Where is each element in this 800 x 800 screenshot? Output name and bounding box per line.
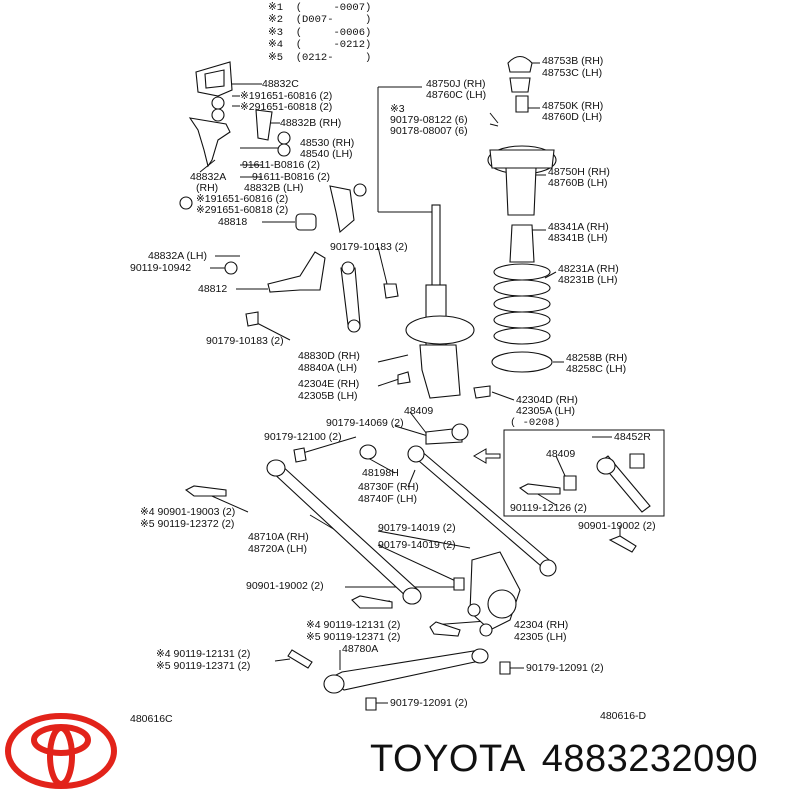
illustration-code-right: 480616-D <box>600 710 647 722</box>
part-label: 48750J (RH) <box>426 78 486 90</box>
part-label: (RH) <box>196 182 219 194</box>
part-label: ※291651-60818 (2) <box>240 101 333 113</box>
part-label: 91611-B0816 (2) <box>242 159 321 171</box>
part-label: 48341B (LH) <box>548 232 608 244</box>
part-label: 42304 (RH) <box>514 619 569 631</box>
part-label: 42305B (LH) <box>298 390 358 402</box>
part-label: 90119-10942 <box>130 262 192 274</box>
part-label: 48740F (LH) <box>358 493 417 505</box>
legend-note-3: ※3 ( -0006) <box>268 27 372 39</box>
part-label: 48832A <box>190 171 227 183</box>
part-label: 48832A (LH) <box>148 250 207 262</box>
part-label: ※5 90119-12371 (2) <box>156 660 251 672</box>
part-label: 48753C (LH) <box>542 67 603 79</box>
part-label: 42305A (LH) <box>516 405 575 417</box>
part-label: 90179-12091 (2) <box>390 697 468 709</box>
part-label: ※3 <box>390 103 405 115</box>
part-label: 48750H (RH) <box>548 166 610 178</box>
part-label: 48231A (RH) <box>558 263 619 275</box>
part-label: 90901-19002 (2) <box>578 520 656 532</box>
part-label: 48710A (RH) <box>248 531 309 543</box>
part-label: 42304E (RH) <box>298 378 360 390</box>
part-label: 48258C (LH) <box>566 363 627 375</box>
legend-note-4: ※4 ( -0212) <box>268 39 372 51</box>
part-label: 48720A (LH) <box>248 543 307 555</box>
part-label: 90901-19002 (2) <box>246 580 324 592</box>
part-label: 48840A (LH) <box>298 362 357 374</box>
part-label: 48760B (LH) <box>548 177 608 189</box>
illustration-code-left: 480616C <box>130 713 173 725</box>
part-label: 48832C <box>262 78 299 90</box>
part-label: 48452R <box>614 431 651 443</box>
part-label: 90179-14069 (2) <box>326 417 404 429</box>
part-label: ※291651-60818 (2) <box>196 204 289 216</box>
legend-note-1: ※1 ( -0007) <box>268 2 372 14</box>
part-label: 48409 <box>546 448 576 460</box>
part-label: 91611-B0816 (2) <box>252 171 331 183</box>
part-label: ※4 90119-12131 (2) <box>306 619 401 631</box>
part-label: 48750K (RH) <box>542 100 604 112</box>
part-label: 90179-12091 (2) <box>526 662 604 674</box>
part-label: 48258B (RH) <box>566 352 628 364</box>
part-label: 48760D (LH) <box>542 111 603 123</box>
part-label: 90179-08122 (6) <box>390 114 468 126</box>
part-label: 48540 (LH) <box>300 148 353 160</box>
legend-note-2: ※2 (D007- ) <box>268 14 372 26</box>
part-label: 48753B (RH) <box>542 55 604 67</box>
part-label: ※4 90119-12131 (2) <box>156 648 251 660</box>
part-label: ※4 90901-19003 (2) <box>140 506 236 518</box>
part-number: 4883232090 <box>541 738 759 780</box>
part-label: 90178-08007 (6) <box>390 125 468 137</box>
part-label: 90179-12100 (2) <box>264 431 342 443</box>
brand-name: TOYOTA <box>370 738 526 780</box>
part-label: ※5 90119-12371 (2) <box>306 631 401 643</box>
part-label: 42305 (LH) <box>514 631 567 643</box>
part-label: 90119-12126 (2) <box>510 502 587 514</box>
part-label: 90179-10183 (2) <box>330 241 408 253</box>
part-label: 48530 (RH) <box>300 137 355 149</box>
part-label: 48780A <box>342 643 379 655</box>
part-label: 90179-14019 (2) <box>378 539 456 551</box>
part-label: 42304D (RH) <box>516 394 578 406</box>
part-label: 48341A (RH) <box>548 221 609 233</box>
part-label: 48231B (LH) <box>558 274 618 286</box>
part-label: 48832B (RH) <box>280 117 342 129</box>
part-label: 48818 <box>218 216 248 228</box>
legend-note-5: ※5 (0212- ) <box>268 52 372 64</box>
brand-caption: TOYOTA 4883232090 <box>370 738 774 781</box>
part-label: 48198H <box>362 467 399 479</box>
part-label: 90179-10183 (2) <box>206 335 284 347</box>
part-label: 48832B (LH) <box>244 182 304 194</box>
part-label: 48760C (LH) <box>426 89 487 101</box>
part-label: 48830D (RH) <box>298 350 360 362</box>
part-label: 48812 <box>198 283 228 295</box>
part-label: ※191651-60816 (2) <box>196 193 289 205</box>
part-label: 90179-14019 (2) <box>378 522 456 534</box>
part-label: ※191651-60816 (2) <box>240 90 333 102</box>
part-label: 48730F (RH) <box>358 481 419 493</box>
part-label: ※5 90119-12372 (2) <box>140 518 235 530</box>
part-label: 48409 <box>404 405 434 417</box>
part-label: ( -0208) <box>510 417 561 429</box>
